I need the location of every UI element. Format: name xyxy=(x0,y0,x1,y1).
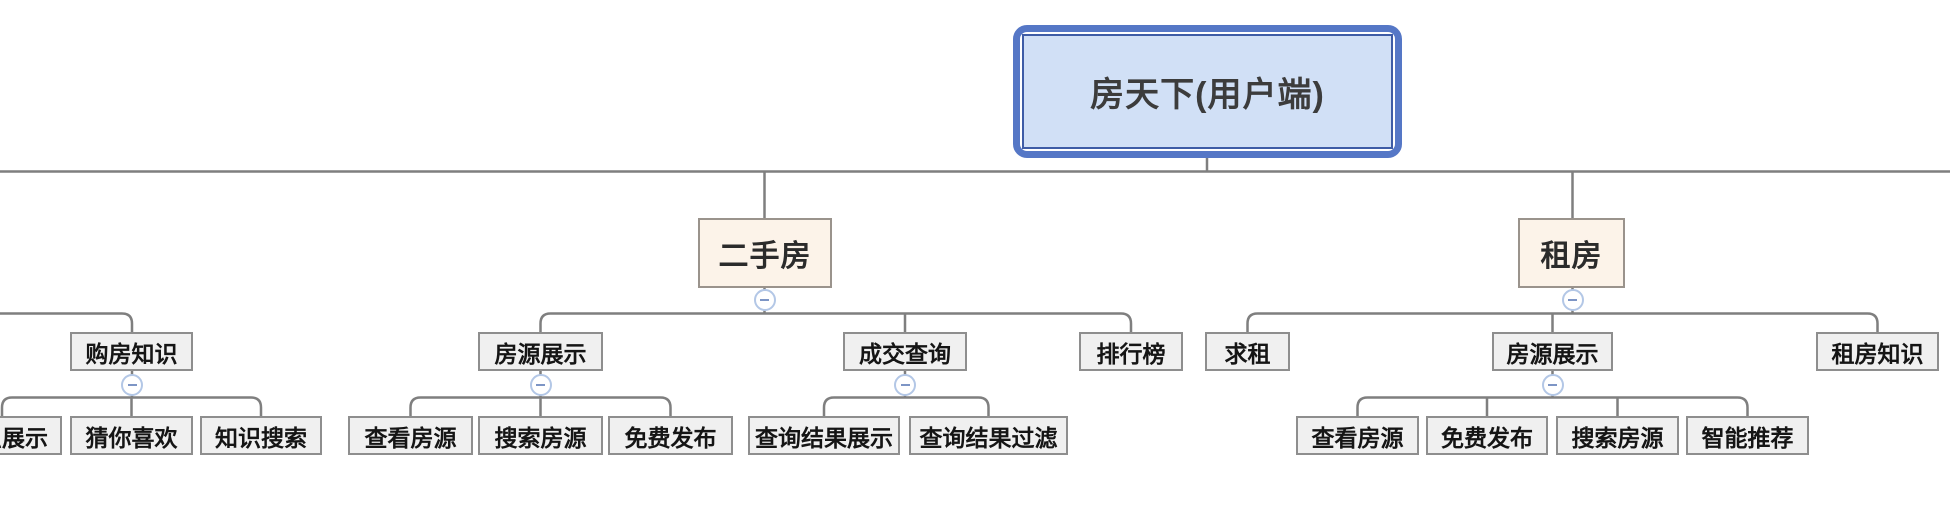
node-label: 购房知识 xyxy=(85,340,178,367)
node-label: 求租 xyxy=(1224,340,1271,367)
node-label: 租房 xyxy=(1540,240,1603,273)
node-rent-view-listings[interactable]: 查看房源 xyxy=(1296,416,1419,455)
node-query-result-filter[interactable]: 查询结果过滤 xyxy=(909,416,1068,455)
node-guess-you-like[interactable]: 猜你喜欢 xyxy=(70,416,193,455)
node-free-publish[interactable]: 免费发布 xyxy=(608,416,733,455)
root-node-body: 房天下(用户端) xyxy=(1022,34,1393,149)
node-label: 成交查询 xyxy=(859,340,951,367)
node-query-result-display[interactable]: 查询结果展示 xyxy=(748,416,900,455)
node-buy-knowledge[interactable]: 购房知识 xyxy=(70,332,193,371)
node-label: 排行榜 xyxy=(1096,340,1166,367)
collapse-icon[interactable] xyxy=(1561,289,1584,311)
node-knowledge-search[interactable]: 知识搜索 xyxy=(200,416,322,455)
node-rent-search-listings[interactable]: 搜索房源 xyxy=(1556,416,1679,455)
collapse-icon[interactable] xyxy=(1541,374,1564,396)
node-rent-free-publish[interactable]: 免费发布 xyxy=(1426,416,1548,455)
node-label: 知识搜索 xyxy=(215,424,307,451)
node-smart-recommend[interactable]: 智能推荐 xyxy=(1686,416,1809,455)
node-root[interactable]: 房天下(用户端) xyxy=(1013,25,1402,158)
node-label: 租房知识 xyxy=(1831,340,1924,367)
node-label: 房源展示 xyxy=(1506,340,1599,367)
node-label: 免费发布 xyxy=(1441,424,1533,451)
collapse-icon[interactable] xyxy=(529,374,552,396)
node-rent-listing-display[interactable]: 房源展示 xyxy=(1492,332,1613,371)
node-seek-rent[interactable]: 求租 xyxy=(1205,332,1290,371)
node-label: 查询结果展示 xyxy=(755,424,893,451)
collapse-icon[interactable] xyxy=(894,374,916,396)
node-label: 猜你喜欢 xyxy=(85,424,178,451)
node-secondhand-house[interactable]: 二手房 xyxy=(698,218,832,288)
collapse-icon[interactable] xyxy=(121,374,143,396)
node-listing-display[interactable]: 房源展示 xyxy=(478,332,603,371)
node-label: 房源展示 xyxy=(494,340,587,367)
node-label: 查看房源 xyxy=(364,424,457,451)
node-label: 查看房源 xyxy=(1311,424,1404,451)
node-label: 智能推荐 xyxy=(1701,424,1794,451)
node-label: 搜索房源 xyxy=(1571,424,1664,451)
node-label: 免费发布 xyxy=(624,424,717,451)
collapse-icon[interactable] xyxy=(753,289,776,311)
node-label: 房天下(用户端) xyxy=(1090,76,1325,114)
node-deal-query[interactable]: 成交查询 xyxy=(843,332,967,371)
node-view-listings[interactable]: 查看房源 xyxy=(348,416,473,455)
node-label: 查询结果过滤 xyxy=(919,424,1058,451)
node-ranking[interactable]: 排行榜 xyxy=(1079,332,1183,371)
node-rent-knowledge[interactable]: 租房知识 xyxy=(1816,332,1939,371)
node-label: 二手房 xyxy=(718,240,812,273)
node-rent[interactable]: 租房 xyxy=(1518,218,1625,288)
node-label: 搜索房源 xyxy=(494,424,587,451)
node-search-listings[interactable]: 搜索房源 xyxy=(478,416,603,455)
